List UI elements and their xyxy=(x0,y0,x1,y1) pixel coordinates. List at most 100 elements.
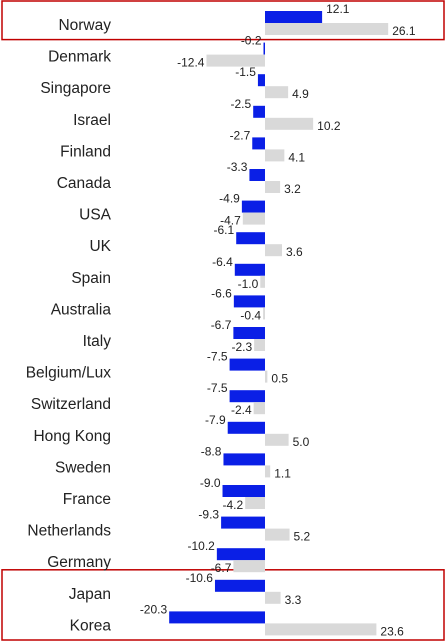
value-label-series-1: -4.9 xyxy=(219,192,240,206)
bar-series-2 xyxy=(265,591,281,604)
value-label-series-2: 26.1 xyxy=(392,24,416,38)
category-label: Hong Kong xyxy=(33,428,111,445)
value-label-series-2: 5.0 xyxy=(293,435,310,449)
bar-series-2 xyxy=(265,433,289,446)
category-label: Israel xyxy=(73,112,111,129)
value-label-series-1: -9.3 xyxy=(198,508,219,522)
bar-series-1 xyxy=(227,421,265,434)
category-label: Belgium/Lux xyxy=(26,365,112,382)
value-label-series-1: -7.9 xyxy=(205,413,226,427)
category-label: Singapore xyxy=(40,80,111,97)
value-label-series-1: -6.1 xyxy=(214,223,235,237)
bar-series-1 xyxy=(265,11,323,23)
value-label-series-1: -8.8 xyxy=(201,444,222,458)
bar-series-2 xyxy=(265,181,281,193)
value-label-series-2: 4.9 xyxy=(292,87,309,101)
bar-series-1 xyxy=(252,137,265,150)
bar-series-1 xyxy=(249,169,265,181)
bar-series-1 xyxy=(233,327,265,339)
value-label-series-2: -12.4 xyxy=(177,56,205,70)
bar-series-1 xyxy=(222,485,265,497)
bar-series-1 xyxy=(223,453,265,466)
bar-series-2 xyxy=(265,117,314,130)
bar-series-1 xyxy=(241,200,265,213)
bar-series-2 xyxy=(265,86,289,99)
value-label-series-2: 1.1 xyxy=(274,466,291,480)
value-label-series-1: -1.5 xyxy=(235,65,256,79)
bar-series-2 xyxy=(253,402,265,415)
bar-series-1 xyxy=(214,579,265,592)
bar-series-1 xyxy=(216,548,265,561)
value-label-series-2: 3.2 xyxy=(284,182,301,196)
value-label-series-2: -4.7 xyxy=(220,214,241,228)
value-label-series-1: -6.6 xyxy=(211,286,232,300)
category-label: Sweden xyxy=(55,459,111,476)
value-label-series-2: -2.3 xyxy=(231,340,252,354)
value-label-series-2: 4.1 xyxy=(288,150,305,164)
value-label-series-2: 3.6 xyxy=(286,245,303,259)
value-label-series-1: -7.5 xyxy=(207,350,228,364)
bar-marks xyxy=(169,11,389,636)
value-label-series-2: 5.2 xyxy=(294,530,311,544)
bar-series-1 xyxy=(221,516,265,529)
value-label-series-1: -0.2 xyxy=(241,34,262,48)
bar-series-2 xyxy=(233,560,265,573)
highlight-box xyxy=(1,569,445,641)
bar-series-2 xyxy=(265,244,282,257)
value-label-series-2: -4.2 xyxy=(222,498,243,512)
category-label: France xyxy=(63,491,111,508)
bar-series-2 xyxy=(265,528,290,541)
category-label: USA xyxy=(79,207,112,224)
bar-series-2 xyxy=(265,623,377,636)
bar-series-2 xyxy=(260,275,265,288)
category-label: Australia xyxy=(51,301,112,318)
value-label-series-1: -20.3 xyxy=(140,602,168,616)
value-label-series-1: -3.3 xyxy=(227,160,248,174)
category-label: Korea xyxy=(70,617,112,634)
value-label-series-2: -0.4 xyxy=(240,308,261,322)
highlight-box xyxy=(1,0,445,41)
value-label-series-2: 23.6 xyxy=(380,624,404,638)
category-label: Netherlands xyxy=(27,523,111,540)
category-label: Japan xyxy=(69,586,111,603)
bar-series-1 xyxy=(257,74,265,87)
value-label-series-1: -6.4 xyxy=(212,255,233,269)
value-label-series-1: -10.6 xyxy=(186,571,214,585)
category-label: Germany xyxy=(47,554,111,571)
category-label: Spain xyxy=(71,270,111,287)
category-label: Switzerland xyxy=(31,396,111,413)
bar-series-1 xyxy=(253,105,265,118)
bar-series-1 xyxy=(236,232,265,245)
value-label-series-1: -10.2 xyxy=(187,539,215,553)
category-label: Denmark xyxy=(48,49,111,66)
value-label-series-1: -9.0 xyxy=(200,476,221,490)
category-label: Canada xyxy=(57,175,112,192)
value-label-series-1: -6.7 xyxy=(211,318,232,332)
bar-series-2 xyxy=(245,497,265,509)
bar-series-2 xyxy=(263,307,265,320)
bar-series-1 xyxy=(169,611,265,624)
bar-series-2 xyxy=(206,54,265,67)
value-label-series-1: -7.5 xyxy=(207,381,228,395)
bar-series-2 xyxy=(265,149,285,162)
value-label-series-1: -2.7 xyxy=(230,128,251,142)
value-label-series-2: 10.2 xyxy=(317,119,341,133)
category-label: Finland xyxy=(60,143,111,160)
bar-series-2 xyxy=(265,465,271,478)
bar-series-2 xyxy=(265,370,268,383)
category-label: Norway xyxy=(58,17,111,34)
value-label-series-1: -2.5 xyxy=(231,97,252,111)
bar-series-1 xyxy=(229,390,265,403)
value-label-series-1: 12.1 xyxy=(326,2,350,16)
bar-series-2 xyxy=(242,212,265,225)
value-label-series-2: -1.0 xyxy=(238,277,259,291)
bar-series-2 xyxy=(265,23,389,35)
value-label-series-2: -6.7 xyxy=(211,561,232,575)
value-label-series-2: -2.4 xyxy=(231,403,252,417)
bar-series-1 xyxy=(234,263,265,276)
value-label-series-2: 0.5 xyxy=(271,372,288,386)
bar-series-1 xyxy=(229,358,265,371)
